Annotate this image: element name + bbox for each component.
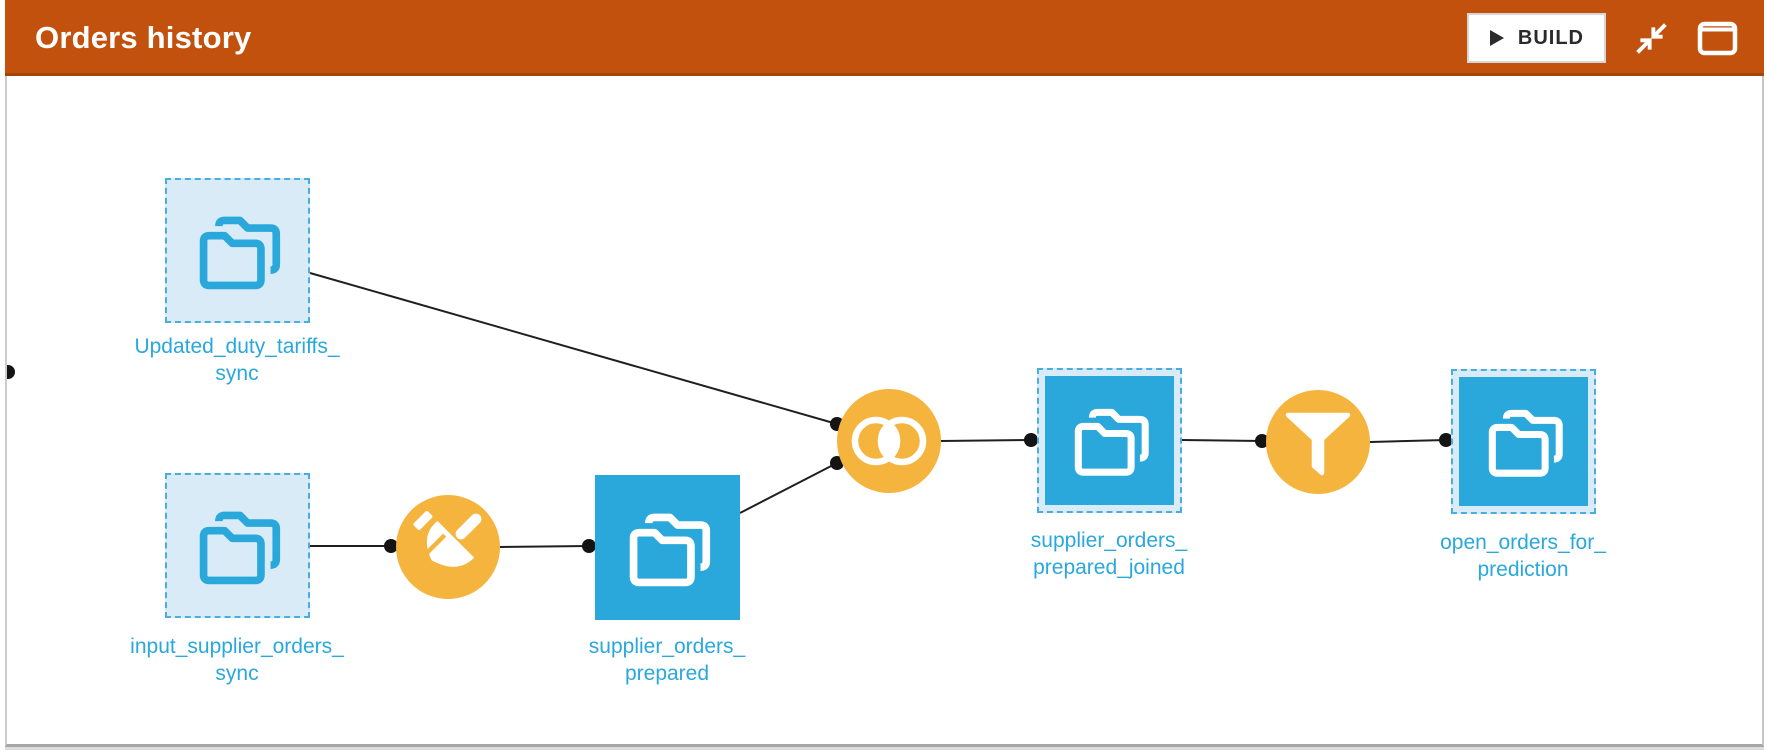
edge-line xyxy=(739,462,838,514)
build-button-label: BUILD xyxy=(1517,26,1584,49)
window-icon[interactable] xyxy=(1697,21,1738,56)
recipe-filter[interactable] xyxy=(1266,390,1370,494)
node-label-supplier-orders-prepared-joined: supplier_orders_ prepared_joined xyxy=(1030,529,1188,579)
edge-line xyxy=(499,545,590,548)
flow-canvas[interactable]: Updated_duty_tariffs_ sync input_supplie… xyxy=(5,76,1764,747)
play-icon xyxy=(1489,30,1504,46)
folder-icon xyxy=(1480,401,1568,482)
collapse-icon[interactable] xyxy=(1633,20,1670,57)
folder-icon xyxy=(1066,400,1154,481)
build-button[interactable]: BUILD xyxy=(1466,13,1606,63)
edge-dot xyxy=(1024,433,1038,447)
edge-line xyxy=(1181,439,1263,442)
folder-icon xyxy=(620,504,716,592)
edge-line xyxy=(940,439,1032,442)
flow-edges xyxy=(7,272,1453,553)
flow-node-updated-duty-tariffs-sync[interactable] xyxy=(165,178,310,323)
broom-icon xyxy=(413,511,482,567)
edge-dot xyxy=(582,539,596,553)
tile-header: Orders history BUILD xyxy=(5,0,1764,76)
flow-node-input-supplier-orders-sync[interactable] xyxy=(165,473,310,618)
folder-icon xyxy=(190,207,286,295)
recipe-join[interactable] xyxy=(837,389,941,493)
edge-line xyxy=(1369,439,1447,443)
node-label-updated-duty-tariffs-sync: Updated_duty_tariffs_ sync xyxy=(134,335,340,385)
node-inner xyxy=(1045,376,1174,505)
folder-icon xyxy=(190,502,286,590)
edge-dot xyxy=(7,365,15,379)
node-label-open-orders-for-prediction: open_orders_for_ prediction xyxy=(1440,531,1606,581)
node-label-input-supplier-orders-sync: input_supplier_orders_ sync xyxy=(130,635,344,685)
node-label-supplier-orders-prepared: supplier_orders_ prepared xyxy=(588,635,746,685)
edge-line xyxy=(309,272,838,425)
flow-node-open-orders-for-prediction[interactable] xyxy=(1451,369,1596,514)
flow-zone-tile: Orders history BUILD xyxy=(5,0,1764,747)
join-icon xyxy=(851,416,927,466)
recipe-prepare[interactable] xyxy=(396,495,500,599)
node-inner xyxy=(1459,377,1588,506)
flow-node-supplier-orders-prepared[interactable] xyxy=(595,475,740,620)
flow-node-supplier-orders-prepared-joined[interactable] xyxy=(1037,368,1182,513)
edge-dot xyxy=(1439,433,1453,447)
edge-dot xyxy=(384,539,398,553)
edge-dot xyxy=(1255,434,1269,448)
header-actions: BUILD xyxy=(1466,13,1738,63)
page-title: Orders history xyxy=(35,20,252,55)
funnel-icon xyxy=(1285,412,1351,476)
